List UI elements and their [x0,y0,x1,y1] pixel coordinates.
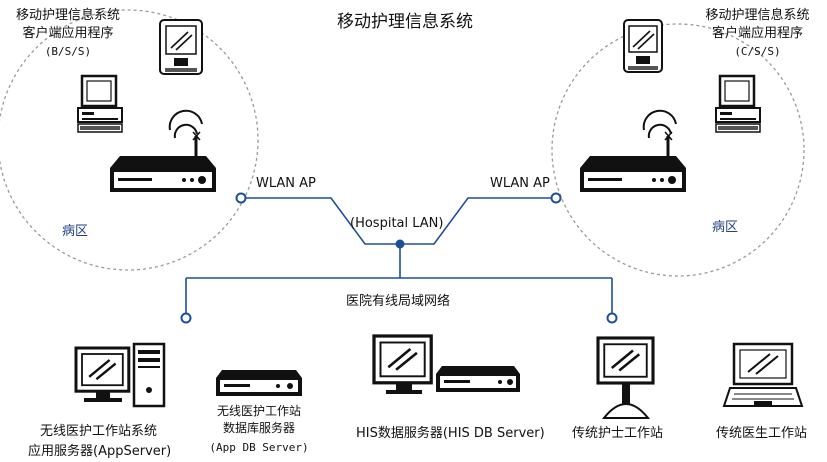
right-client-line3: (C/S/S) [734,45,781,58]
doctor-workstation-icon [722,342,804,407]
hospital-lan-label: (Hospital LAN) [350,216,444,231]
left-pda-icon [159,19,203,75]
right-client-line2: 客户端应用程序 [711,26,803,41]
left-desktop-icon [77,74,123,133]
lan-hub-node [395,239,405,249]
right-pda-icon [623,19,663,73]
right-wlan-ap-label: WLAN AP [490,176,550,191]
appdb-label-line3: (App DB Server) [209,441,309,454]
right-ap-link [400,197,556,245]
left-ward-cloud [0,9,259,271]
appserver-label-line2: 应用服务器(AppServer) [28,444,172,459]
nurse-label: 传统护士工作站 [572,426,664,441]
appdb-server-icon [216,370,302,396]
hisdb-label: HIS数据服务器(HIS DB Server) [356,426,545,441]
appdb-label-line2: 数据库服务器 [222,421,295,435]
left-wlan-ap-icon [110,109,216,192]
left-wlan-ap-label: WLAN AP [256,176,316,191]
right-ap-port [550,192,562,204]
doctor-label: 传统医生工作站 [716,426,808,441]
left-client-line2: 客户端应用程序 [22,26,114,41]
appserver-port [180,312,192,324]
wired-lan-label: 医院有线局域网络 [346,294,451,309]
left-client-line1: 移动护理信息系统 [15,8,120,23]
network-links [185,197,613,318]
his-db-server-icon [372,334,520,394]
appdb-label-line1: 无线医护工作站 [216,404,301,418]
nurse-port [606,312,618,324]
appserver-icon [74,342,166,408]
diagram-title: 移动护理信息系统 [337,12,473,32]
left-ap-link [241,197,400,245]
left-ap-port [235,192,247,204]
right-ward-cloud [551,23,805,277]
right-wlan-ap-icon [580,109,686,192]
left-ward-label: 病区 [62,224,89,239]
left-client-line3: (B/S/S) [44,45,92,58]
appserver-label-line1: 无线医护工作站系统 [40,424,158,439]
right-desktop-icon [715,74,761,133]
right-client-line1: 移动护理信息系统 [705,8,810,23]
right-ward-label: 病区 [712,220,739,235]
nurse-workstation-icon [596,336,655,419]
